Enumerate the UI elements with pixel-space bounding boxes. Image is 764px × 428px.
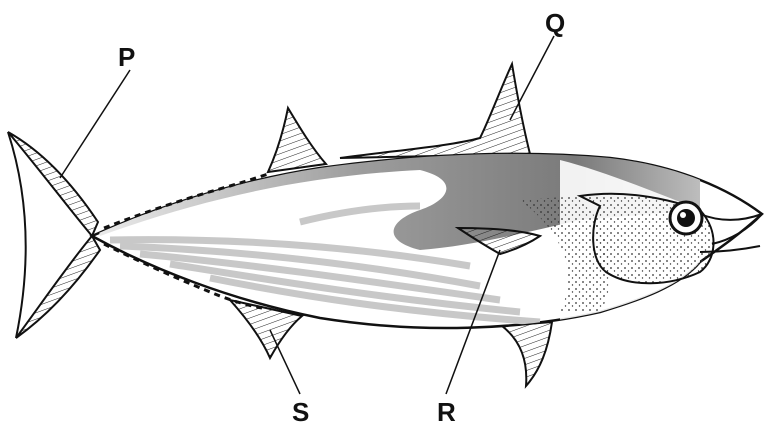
anal-fin	[502, 322, 552, 386]
leader-s	[270, 330, 300, 394]
label-r: R	[437, 399, 456, 425]
first-dorsal-fin	[268, 108, 326, 172]
label-p: P	[118, 44, 135, 70]
eye-icon	[670, 202, 702, 234]
leader-p	[60, 70, 130, 178]
tail-fin	[8, 132, 100, 338]
label-q: Q	[545, 10, 565, 36]
leader-q	[510, 36, 554, 120]
label-s: S	[292, 399, 309, 425]
second-dorsal-fin	[340, 64, 530, 158]
